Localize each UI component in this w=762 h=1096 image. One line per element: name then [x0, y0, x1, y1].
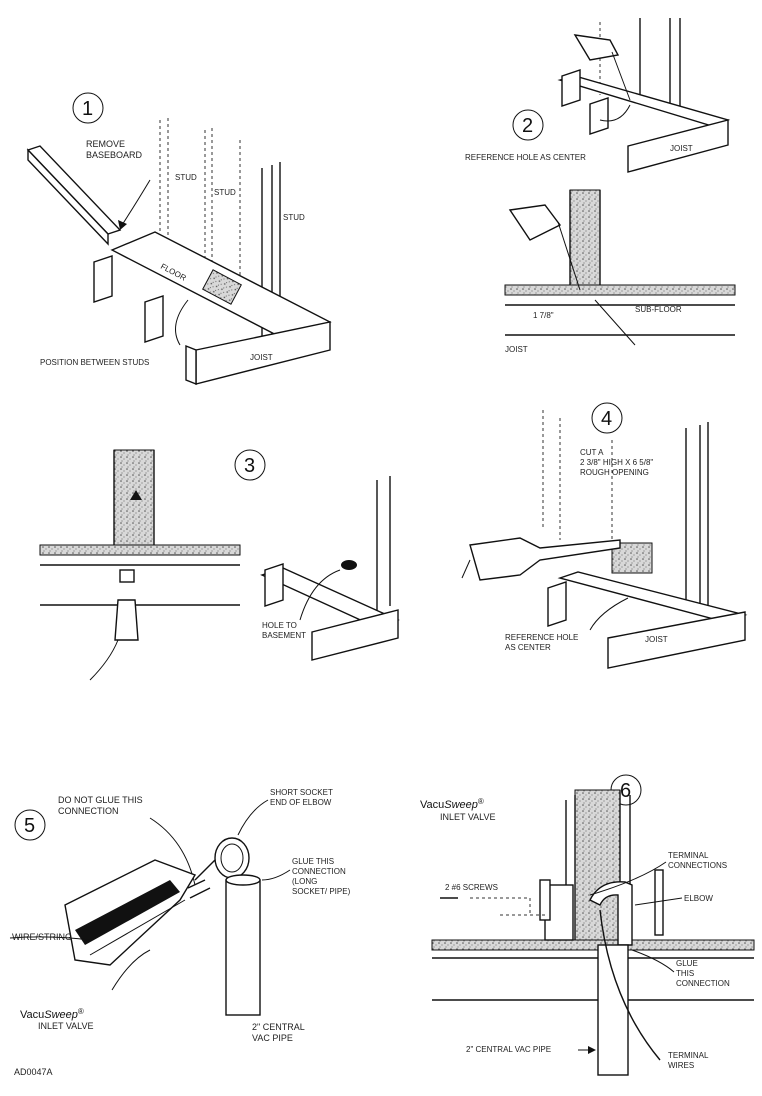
remove-label-line1: REMOVE — [86, 139, 125, 149]
joist-label: JOIST — [645, 635, 668, 644]
svg-text:VacuSweep®: VacuSweep® — [420, 797, 484, 811]
short-socket-line2: END OF ELBOW — [270, 798, 332, 807]
central-vac-pipe — [597, 944, 629, 1076]
short-socket-line1: SHORT SOCKET — [270, 788, 333, 797]
wall-section — [574, 789, 621, 941]
wire-string — [9, 936, 91, 941]
stud-label-c: STUD — [283, 213, 305, 222]
subfloor-band — [504, 284, 736, 296]
reference-label-line1: REFERENCE HOLE — [505, 633, 578, 642]
cut-label-line3: ROUGH OPENING — [580, 468, 649, 477]
hole-marker — [341, 560, 357, 570]
wires-label-line2: WIRES — [668, 1061, 694, 1070]
joist-label: JOIST — [250, 353, 273, 362]
hole-label-line2: BASEMENT — [262, 631, 306, 640]
glue-label-line2: CONNECTION — [292, 867, 346, 876]
joist-top-label: JOIST — [670, 144, 693, 153]
joist-bottom-label: JOIST — [505, 345, 528, 354]
no-glue-label-line1: DO NOT GLUE THIS — [58, 795, 143, 805]
brand-b: Sweep — [444, 799, 478, 811]
drill-bit-block — [119, 569, 135, 583]
drill-top — [573, 34, 620, 61]
reference-label-line2: AS CENTER — [505, 643, 551, 652]
reciprocating-saw — [469, 537, 621, 581]
terminal-conn-line1: TERMINAL — [668, 851, 709, 860]
step-number: 4 — [601, 408, 612, 430]
step-3-drill-hole: 3 HOLE TO BASEMENT — [39, 449, 400, 681]
wires-label-line1: TERMINAL — [668, 1051, 709, 1060]
reference-label: REFERENCE HOLE AS CENTER — [465, 153, 586, 162]
step-5-assemble-valve: 5 DO NOT GLUE THIS CONNECTION SHORT SOCK… — [9, 788, 351, 1043]
stud-label-a: STUD — [175, 173, 197, 182]
position-label: POSITION BETWEEN STUDS — [40, 358, 149, 367]
brand-reg: ® — [478, 797, 484, 806]
screws-label: 2 #6 SCREWS — [445, 883, 498, 892]
pipe-label-line2: VAC PIPE — [252, 1033, 293, 1043]
step-number: 2 — [522, 115, 533, 137]
glue-label-line2: THIS — [676, 969, 694, 978]
step-2-drill-reference: 2 JOIST REFERENCE HOLE AS CENTER 1 7/8" … — [465, 18, 736, 354]
step-number: 6 — [620, 780, 631, 802]
floor-top — [557, 75, 731, 127]
joist-top — [627, 119, 729, 173]
glue-label-line3: (LONG — [292, 877, 317, 886]
remove-label-line2: BASEBOARD — [86, 150, 143, 160]
inlet-label: INLET VALVE — [440, 812, 496, 822]
wall-section — [569, 189, 601, 286]
step-number: 5 — [24, 815, 35, 837]
glue-label-line3: CONNECTION — [676, 979, 730, 988]
brand-b: Sweep — [44, 1009, 78, 1021]
drill-section — [508, 204, 562, 241]
step-number-circle — [72, 92, 104, 124]
terminal-conn-line2: CONNECTIONS — [668, 861, 727, 870]
drill-bottom — [114, 599, 139, 641]
pipe-label: 2" CENTRAL VAC PIPE — [466, 1045, 551, 1054]
brand-reg: ® — [78, 1007, 84, 1016]
svg-text:VacuSweep®: VacuSweep® — [20, 1007, 84, 1021]
brand-a: Vacu — [420, 799, 444, 811]
central-vac-pipe — [225, 879, 261, 1016]
pipe-label-line1: 2" CENTRAL — [252, 1022, 305, 1032]
position-marker — [202, 269, 242, 305]
glue-label-line4: SOCKET/ PIPE) — [292, 887, 351, 896]
cut-label-line1: CUT A — [580, 448, 604, 457]
stud-label-b: STUD — [214, 188, 236, 197]
step-1-remove-baseboard: 1 REMOVE BASEBOARD STUD STUD STUD FLOOR … — [26, 92, 332, 386]
step-6-install-valve: 6 VacuSweep® INLET VALVE 2 #6 SCREWS TER… — [420, 774, 755, 1076]
document-code: AD0047A — [14, 1067, 53, 1077]
joist — [93, 255, 113, 303]
step-number: 3 — [244, 455, 255, 477]
glue-label-line1: GLUE — [676, 959, 698, 968]
subfloor-band — [431, 939, 755, 951]
hole-label-line1: HOLE TO — [262, 621, 297, 630]
subfloor-label: SUB-FLOOR — [635, 305, 682, 314]
glue-label-line1: GLUE THIS — [292, 857, 334, 866]
dimension-label: 1 7/8" — [533, 311, 554, 320]
remove-arrow — [121, 179, 151, 226]
joist-front — [607, 611, 746, 669]
cut-label-line2: 2 3/8" HIGH X 6 5/8" — [580, 458, 653, 467]
wall-section — [113, 449, 155, 546]
step-number: 1 — [82, 98, 93, 120]
floor-3d — [557, 571, 748, 623]
elbow-label: ELBOW — [684, 894, 713, 903]
step-4-cut-opening: 4 CUT A 2 3/8" HIGH X 6 5/8" ROUGH OPENI… — [461, 402, 748, 669]
no-glue-label-line2: CONNECTION — [58, 806, 119, 816]
wire-label: WIRE/STRING — [12, 932, 72, 942]
inlet-label: INLET VALVE — [38, 1021, 94, 1031]
brand-a: Vacu — [20, 1009, 44, 1021]
terminal-wires — [599, 909, 661, 1061]
